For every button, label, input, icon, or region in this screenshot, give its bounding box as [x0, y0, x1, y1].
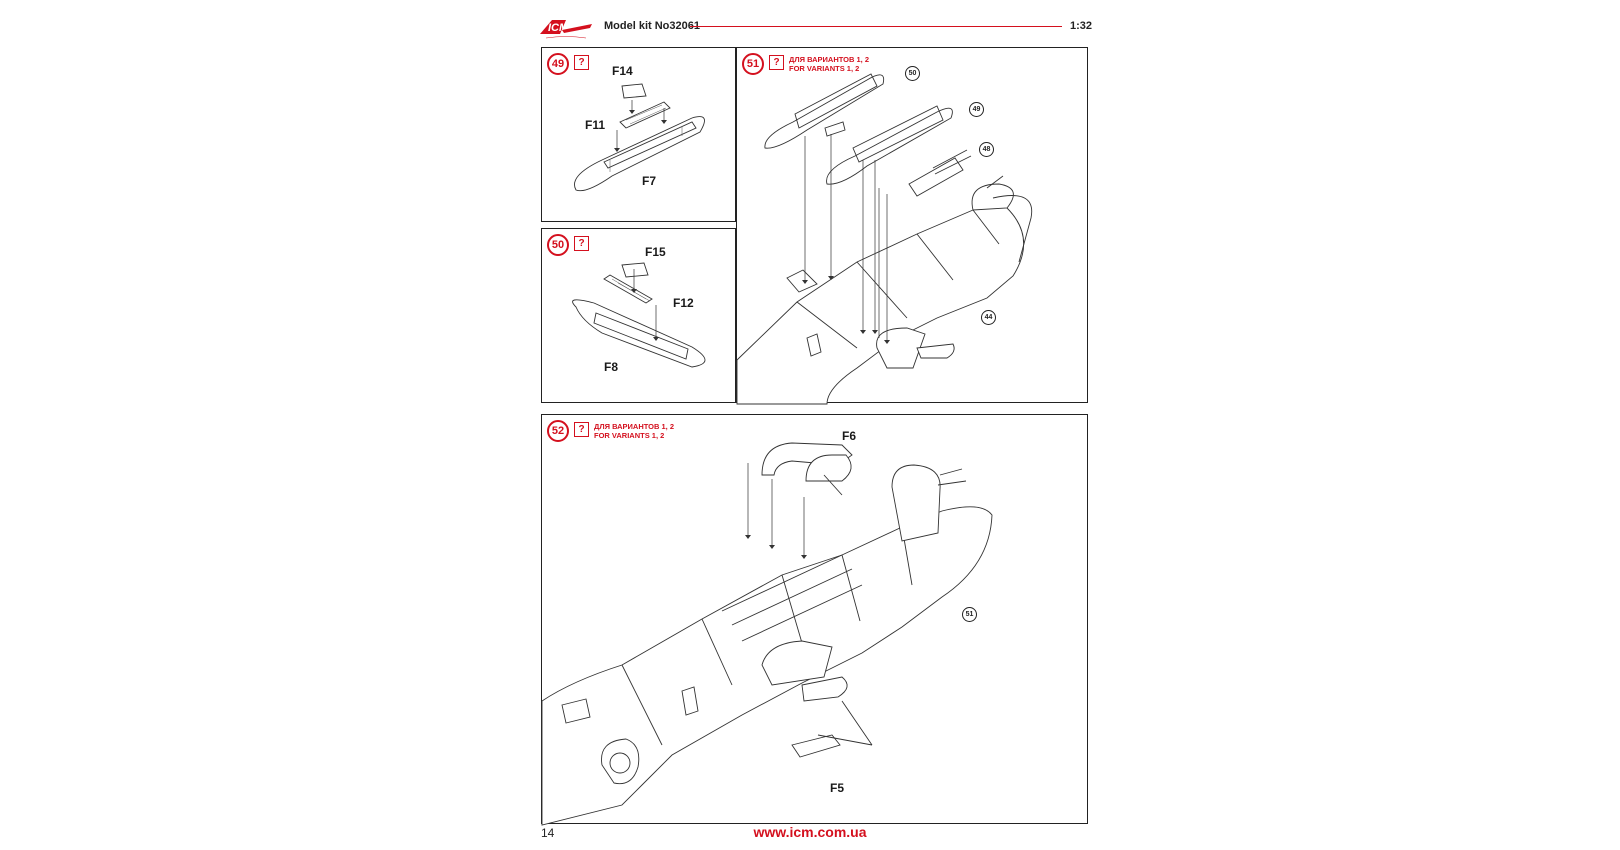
scale-label: 1:32	[1070, 20, 1093, 32]
step-number-badge: 49	[547, 53, 569, 75]
part-label-f8: F8	[604, 360, 619, 374]
step-49-panel: 49 ? F14 F11 F7	[541, 47, 736, 222]
header-divider	[690, 26, 1062, 27]
question-mark-box: ?	[574, 422, 589, 437]
ref-step-49: 49	[969, 102, 984, 117]
part-label-f12: F12	[673, 296, 694, 310]
part-label-f6: F6	[842, 429, 857, 443]
part-label-f15: F15	[645, 245, 666, 259]
question-mark-box: ?	[769, 55, 784, 70]
question-mark-box: ?	[574, 55, 589, 70]
model-kit-title: Model kit No32061	[604, 20, 700, 32]
page-number: 14	[541, 826, 555, 840]
part-label-f14: F14	[612, 64, 633, 78]
step-51-panel: 51 ? ДЛЯ ВАРИАНТОВ 1, 2 FOR VARIANTS 1, …	[736, 47, 1088, 405]
step-50-panel: 50 ? F15 F12 F8	[541, 228, 736, 403]
step-52-drawing	[541, 442, 993, 826]
ref-step-51: 51	[962, 607, 977, 622]
variant-note-ru: ДЛЯ ВАРИАНТОВ 1, 2	[594, 422, 675, 431]
part-label-f5: F5	[830, 781, 845, 795]
step-number-badge: 50	[547, 234, 569, 256]
step-50-drawing	[572, 262, 706, 368]
ref-step-44: 44	[981, 310, 996, 325]
variant-note-en: FOR VARIANTS 1, 2	[789, 64, 860, 73]
part-label-f11: F11	[585, 118, 606, 132]
variant-note-en: FOR VARIANTS 1, 2	[594, 431, 665, 440]
variant-note-ru: ДЛЯ ВАРИАНТОВ 1, 2	[789, 55, 870, 64]
step-number-badge: 51	[742, 53, 764, 75]
ref-step-48: 48	[979, 142, 994, 157]
question-mark-box: ?	[574, 236, 589, 251]
step-49-drawing	[574, 83, 705, 192]
ref-step-50: 50	[905, 66, 920, 81]
step-51-drawing	[736, 73, 1033, 405]
part-label-f7: F7	[642, 174, 657, 188]
step-number-badge: 52	[547, 420, 569, 442]
website-link[interactable]: www.icm.com.ua	[753, 824, 867, 840]
icm-logo: ICM	[540, 20, 592, 39]
step-52-panel: 52 ? ДЛЯ ВАРИАНТОВ 1, 2 FOR VARIANTS 1, …	[541, 414, 1088, 826]
